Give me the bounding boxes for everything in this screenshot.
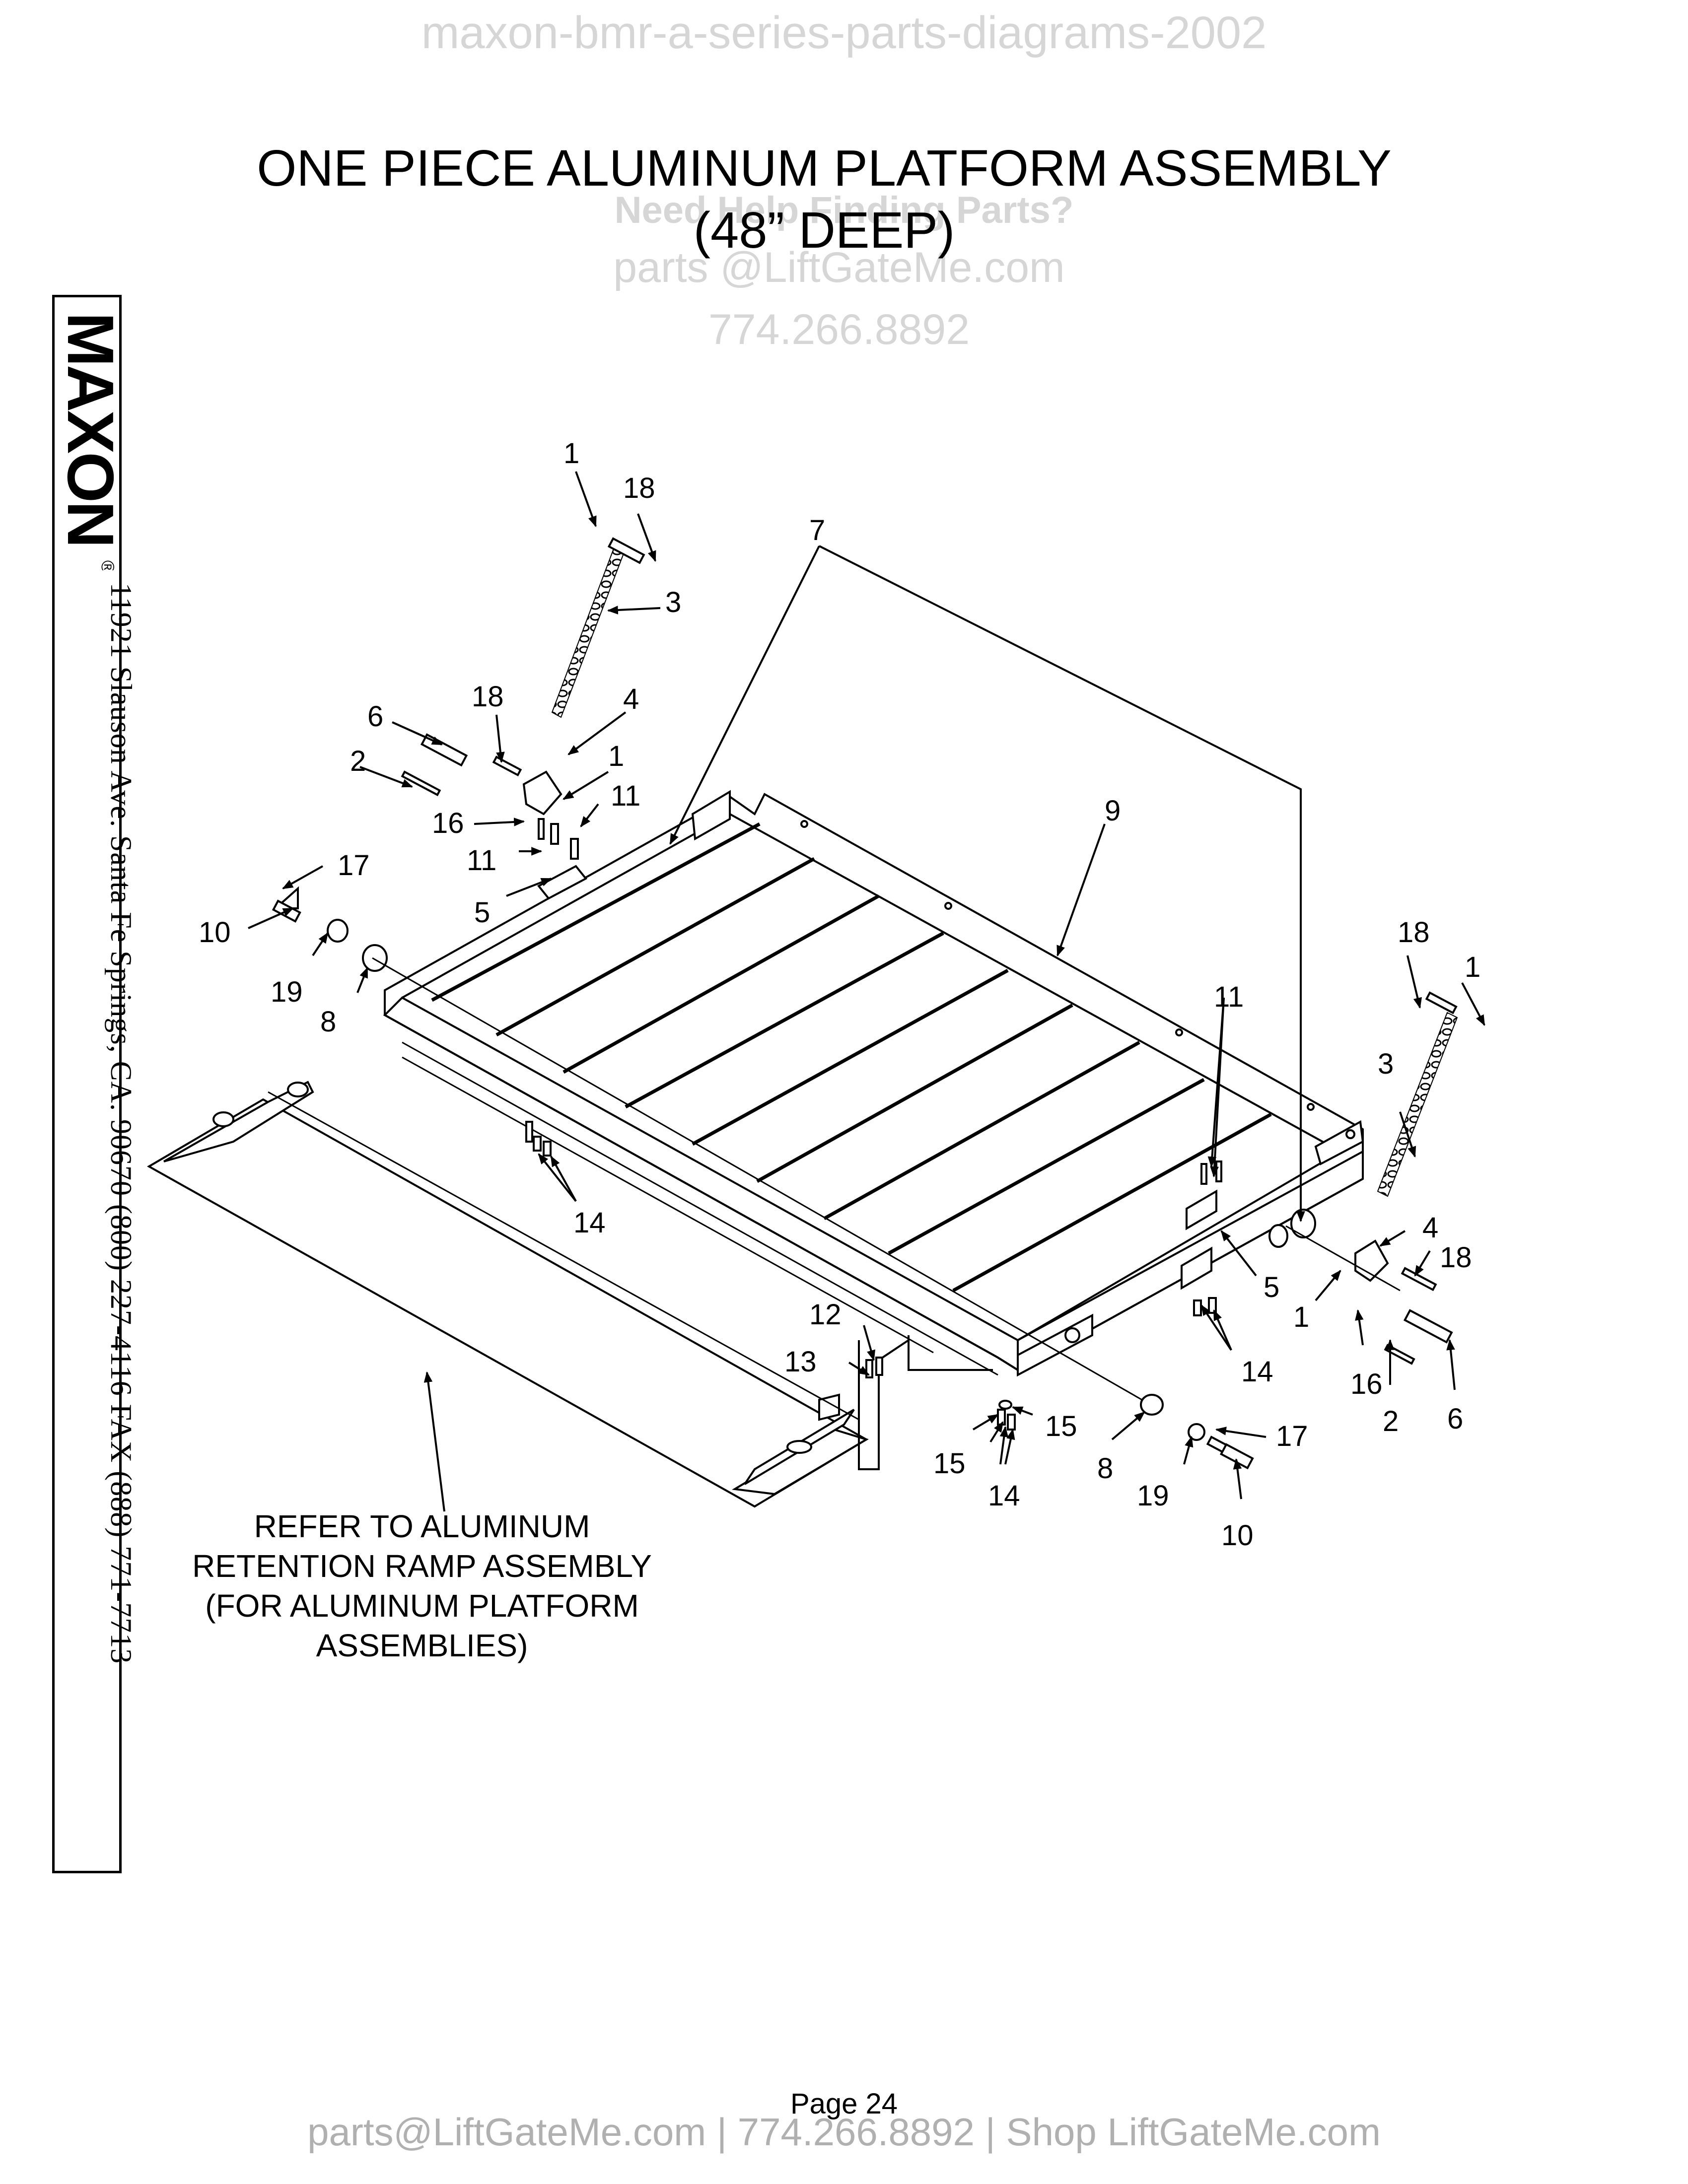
company-sidebar: MAXON ® 11921 Slauson Ave. Santa Fe Spri… [52, 295, 138, 1873]
callout-6: 6 [367, 700, 384, 733]
callout-12: 12 [809, 1298, 842, 1331]
page-subtitle: (48” DEEP) [693, 202, 955, 259]
callout-6: 6 [1447, 1403, 1464, 1435]
callout-3: 3 [1378, 1048, 1394, 1080]
callout-3: 3 [665, 586, 682, 618]
callout-1: 1 [1465, 951, 1481, 983]
callout-1: 1 [563, 437, 580, 470]
callout-10: 10 [199, 916, 231, 949]
callout-14: 14 [1241, 1356, 1273, 1388]
registered-mark: ® [98, 560, 118, 570]
callout-15: 15 [933, 1447, 966, 1480]
note-line-2: RETENTION RAMP ASSEMBLY [192, 1548, 652, 1584]
callout-4: 4 [623, 683, 639, 715]
platform [383, 790, 1364, 1377]
center-lines [268, 957, 1401, 1421]
callout-14: 14 [988, 1480, 1020, 1512]
callout-1: 1 [608, 740, 625, 772]
note-line-1: REFER TO ALUMINUM [254, 1508, 590, 1544]
maxon-logo-text: MAXON [54, 312, 122, 546]
hardware [272, 537, 1458, 1470]
callout-11: 11 [611, 780, 641, 812]
platform-slats [431, 822, 1272, 1293]
callout-18: 18 [472, 681, 504, 713]
ramp-reference-note: REFER TO ALUMINUM RETENTION RAMP ASSEMBL… [174, 1506, 670, 1665]
callout-17: 17 [1276, 1420, 1308, 1452]
callout-14: 14 [573, 1207, 606, 1239]
callout-7: 7 [809, 514, 826, 546]
callout-9: 9 [1105, 795, 1121, 827]
left-bracket [691, 790, 731, 841]
callout-8: 8 [320, 1006, 337, 1038]
callout-2: 2 [350, 745, 366, 777]
callout-4: 4 [1422, 1212, 1439, 1244]
callout-arrows [248, 471, 1485, 1500]
callout-16: 16 [1350, 1368, 1383, 1400]
watermark-document-name: maxon-bmr-a-series-parts-diagrams-2002 [421, 7, 1267, 58]
right-chain [1377, 1012, 1458, 1197]
linkage [858, 1335, 993, 1470]
retention-ramp [146, 1081, 869, 1508]
platform-top-frame [402, 813, 1343, 1341]
page-title: ONE PIECE ALUMINUM PLATFORM ASSEMBLY [257, 139, 1392, 197]
callout-11: 11 [1214, 981, 1244, 1013]
note-line-4: ASSEMBLIES) [316, 1628, 528, 1663]
callout-5: 5 [1264, 1271, 1280, 1303]
callout-17: 17 [338, 849, 370, 882]
note-line-3: (FOR ALUMINUM PLATFORM [205, 1588, 639, 1624]
pivot-arm [1017, 1313, 1093, 1377]
callout-19: 19 [271, 976, 303, 1008]
callout-19: 19 [1137, 1480, 1169, 1512]
leader-lines [423, 545, 1305, 1512]
maxon-logo: MAXON ® [54, 312, 122, 570]
callout-5: 5 [474, 896, 491, 929]
watermark-email: parts @LiftGateMe.com [613, 244, 1065, 291]
platform-underside [402, 1041, 998, 1376]
callout-18: 18 [1398, 916, 1430, 949]
callout-10: 10 [1221, 1519, 1254, 1552]
callout-13: 13 [784, 1346, 817, 1378]
page-number: Page 24 [790, 2088, 898, 2120]
callout-11: 11 [467, 844, 497, 877]
watermark-phone: 774.266.8892 [708, 306, 970, 353]
callout-15: 15 [1045, 1410, 1077, 1442]
right-bracket [1314, 1120, 1364, 1165]
callout-2: 2 [1383, 1405, 1399, 1437]
watermark-help: Need Help Finding Parts? [614, 189, 1074, 231]
callout-18: 18 [1440, 1241, 1472, 1274]
footer-contact: parts@LiftGateMe.com | 774.266.8892 | Sh… [307, 2110, 1381, 2154]
callout-16: 16 [432, 807, 464, 839]
left-chain [551, 543, 627, 718]
callout-1: 1 [1293, 1301, 1310, 1333]
callout-8: 8 [1097, 1452, 1114, 1485]
callout-18: 18 [623, 472, 655, 504]
